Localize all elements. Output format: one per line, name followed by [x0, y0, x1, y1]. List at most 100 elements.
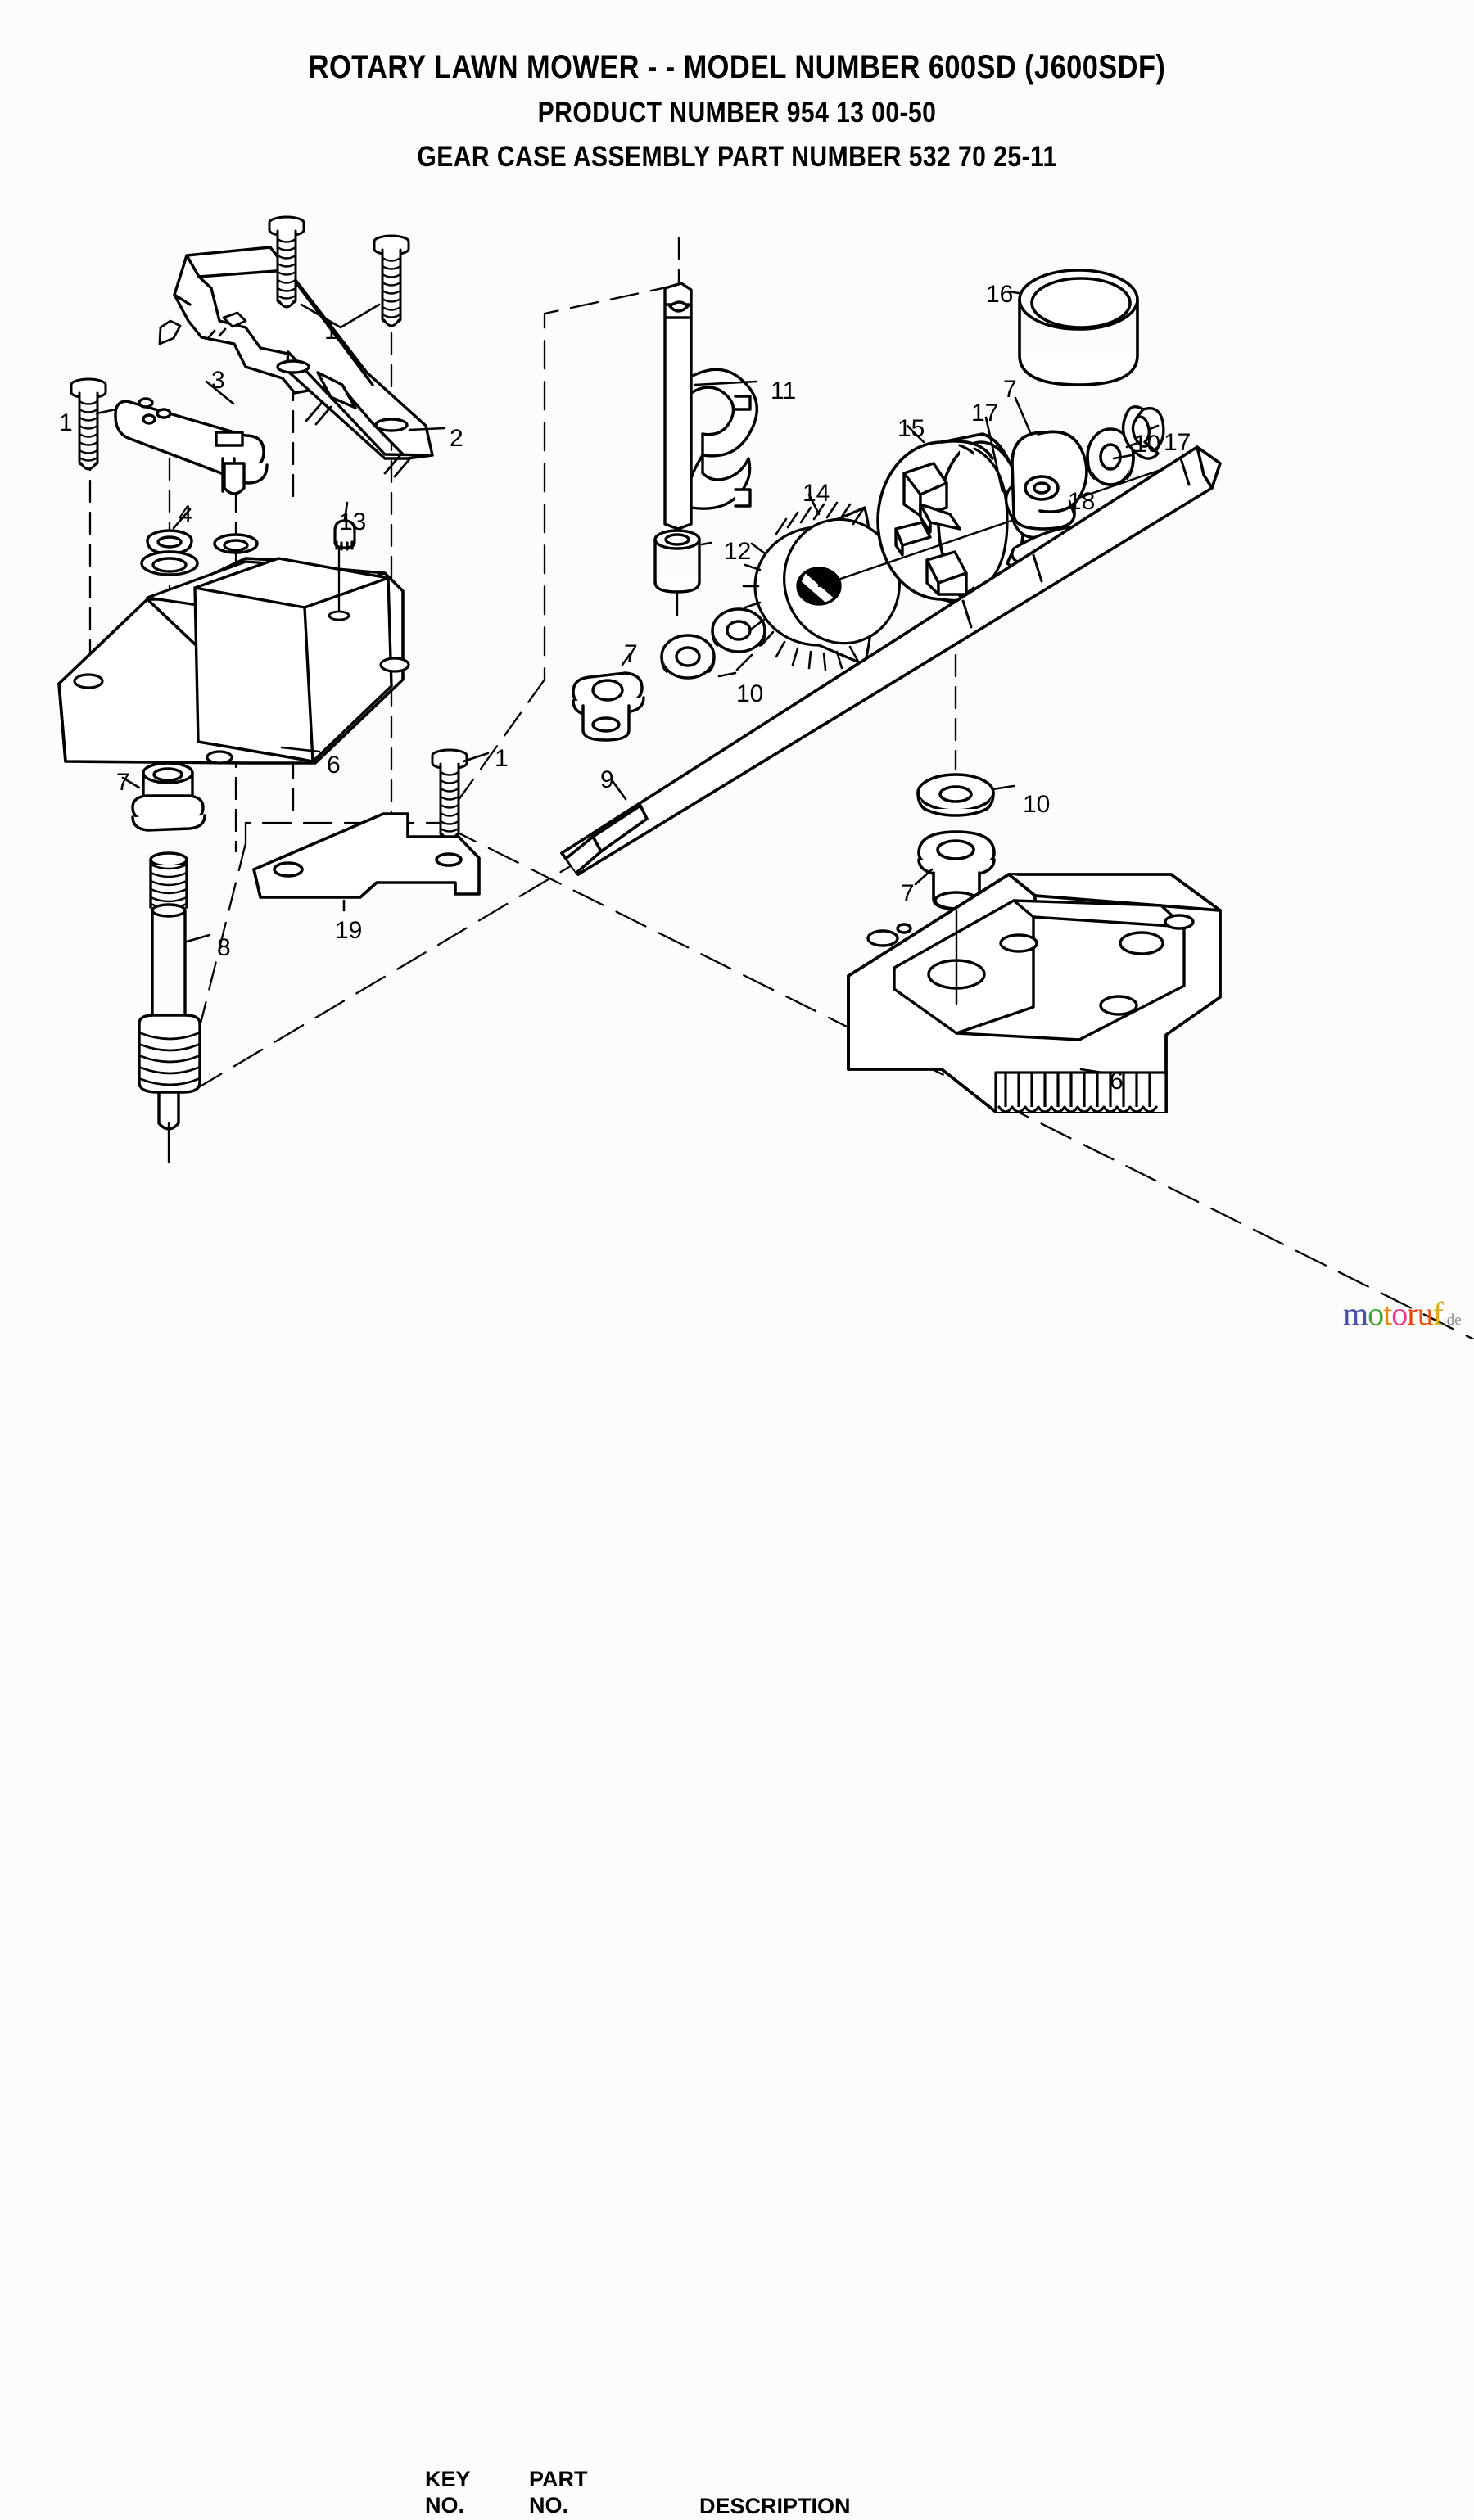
callout-1-screw: 1 — [495, 745, 509, 772]
callout-6-gear-case-housing: 6 — [1110, 1068, 1124, 1095]
housing-serrated-edge — [994, 1071, 1168, 1113]
callout-1-screw: 1 — [324, 318, 338, 345]
leader-line-13 — [343, 501, 349, 521]
legend-part-line1: PART — [529, 2467, 588, 2491]
legend-header: KEY NO. PART NO. DESCRIPTION — [0, 1228, 1474, 2518]
washer-part-10-a — [660, 634, 716, 680]
leader-line-9 — [611, 779, 627, 801]
spacer-part-12 — [653, 529, 701, 594]
logo-letter-m: m — [1343, 1295, 1368, 1332]
callout-7-bushing: 7 — [624, 640, 638, 667]
mounting-plate-part-19 — [252, 812, 481, 899]
leader-lines-10 — [717, 653, 753, 678]
washer-part-10-housing — [916, 773, 995, 817]
callout-17-retaining-ring: 17 — [971, 400, 999, 427]
leader-line-12 — [700, 541, 712, 546]
washer-part-10-right — [1086, 427, 1135, 486]
logo-letter-t: t — [1383, 1295, 1392, 1332]
blade-bracket-flange — [276, 350, 434, 460]
leader-line-18 — [1068, 499, 1076, 517]
legend-key-line1: KEY — [425, 2467, 471, 2491]
callout-19-mounting-plate: 19 — [335, 917, 363, 944]
bracket-tab-slot — [158, 311, 247, 345]
leader-line-7-right — [1014, 396, 1032, 434]
blade-bracket-part-2 — [173, 246, 434, 460]
callout-10-washer: 10 — [736, 680, 764, 707]
logo-letter-u: u — [1417, 1295, 1434, 1332]
callout-17-retaining-ring: 17 — [1164, 429, 1191, 456]
leader-line-15 — [906, 424, 925, 444]
callout-7-bushing: 7 — [901, 880, 915, 907]
legend-key-line2: NO. — [425, 2492, 465, 2518]
leader-line-4 — [172, 508, 192, 530]
cover-bosses — [140, 533, 259, 576]
washer-part-4 — [146, 529, 193, 555]
clutch-dog-jaws — [894, 462, 968, 596]
legend-key-no: KEY NO. — [425, 2467, 471, 2519]
logo-letter-r: r — [1407, 1295, 1417, 1332]
leader-line-7-center — [621, 652, 632, 666]
callout-8-worm-shaft: 8 — [217, 934, 231, 961]
exploded-parts-diagram — [57, 215, 1474, 1339]
legend-part-no: PART NO. — [529, 2467, 588, 2519]
sleeve-part-16 — [1018, 269, 1139, 386]
callout-13-plug: 13 — [339, 508, 367, 535]
cover-raised-body — [193, 557, 393, 763]
bracket-hatch-marks — [305, 402, 411, 478]
leader-line-17-left — [984, 416, 1004, 493]
callout-15-pulley-clutch: 15 — [898, 415, 925, 442]
drive-shaft-part-9 — [560, 445, 1222, 876]
callout-3-link-arm: 3 — [211, 367, 225, 394]
washer-part-10-b — [711, 607, 766, 653]
product-number-line: PRODUCT NUMBER 954 13 00-50 — [537, 97, 937, 129]
legend-description: DESCRIPTION — [699, 2494, 851, 2518]
leader-line-7-housing — [914, 868, 934, 886]
callout-9-drive-shaft: 9 — [600, 766, 614, 793]
page-title: ROTARY LAWN MOWER - - MODEL NUMBER 600SD… — [308, 49, 1166, 85]
section-boundary — [187, 283, 680, 1074]
cover-flange-holes — [73, 657, 410, 765]
callout-10-washer: 10 — [1023, 791, 1051, 818]
callout-14-gear: 14 — [803, 480, 830, 507]
screw-part-1 — [70, 377, 107, 471]
logo-letter-o: o — [1391, 1295, 1408, 1332]
callout-2-blade-bracket: 2 — [450, 425, 463, 452]
callout-1-screw: 1 — [59, 409, 73, 436]
callout-16-sleeve: 16 — [986, 281, 1014, 308]
leader-line-6-cover — [280, 746, 321, 753]
leader-line-10-housing — [991, 784, 1015, 791]
leader-line-16 — [1006, 290, 1020, 295]
assembly-axis — [817, 454, 1205, 588]
callout-4-washer: 4 — [179, 501, 192, 528]
section-boundary-diagonal-2 — [192, 863, 575, 1092]
leader-line-8 — [185, 933, 211, 943]
leader-line-10-right — [1125, 440, 1142, 449]
legend-part-line2: NO. — [529, 2492, 569, 2518]
motoruf-logo: motoruf.de — [1343, 1298, 1462, 1330]
callout-10-washer: 10 — [1133, 431, 1161, 458]
bushing-part-7-right — [1011, 430, 1088, 531]
leader-line-3 — [205, 380, 235, 405]
bushing-part-7-center — [572, 671, 645, 742]
screw-part-1 — [373, 234, 410, 327]
title-block: ROTARY LAWN MOWER - - MODEL NUMBER 600SD… — [0, 0, 1474, 174]
leader-line-11 — [693, 380, 758, 386]
cover-plug-hole — [328, 610, 350, 621]
callout-11-shifter-fork: 11 — [771, 377, 797, 404]
assembly-part-number-line: GEAR CASE ASSEMBLY PART NUMBER 532 70 25… — [417, 141, 1057, 173]
link-arm-part-3 — [114, 397, 269, 495]
housing-bores — [866, 914, 1195, 1016]
shifter-fork-part-11 — [663, 282, 758, 531]
callout-6-gear-case-cover: 6 — [327, 752, 341, 779]
callout-18-woodruff-key: 18 — [1068, 488, 1096, 515]
logo-domain-suffix: .de — [1442, 1312, 1462, 1329]
bushing-part-7-left — [131, 761, 206, 832]
leader-line-6-housing — [1079, 1068, 1104, 1074]
callout-12-spacer: 12 — [724, 538, 752, 565]
leader-line-7-left — [121, 776, 141, 789]
leader-line-2 — [408, 427, 446, 431]
worm-shaft-part-8 — [138, 851, 201, 1131]
callout-7-bushing: 7 — [116, 769, 130, 796]
logo-letter-f: f — [1432, 1295, 1444, 1332]
leader-line-17-right — [1148, 424, 1160, 431]
